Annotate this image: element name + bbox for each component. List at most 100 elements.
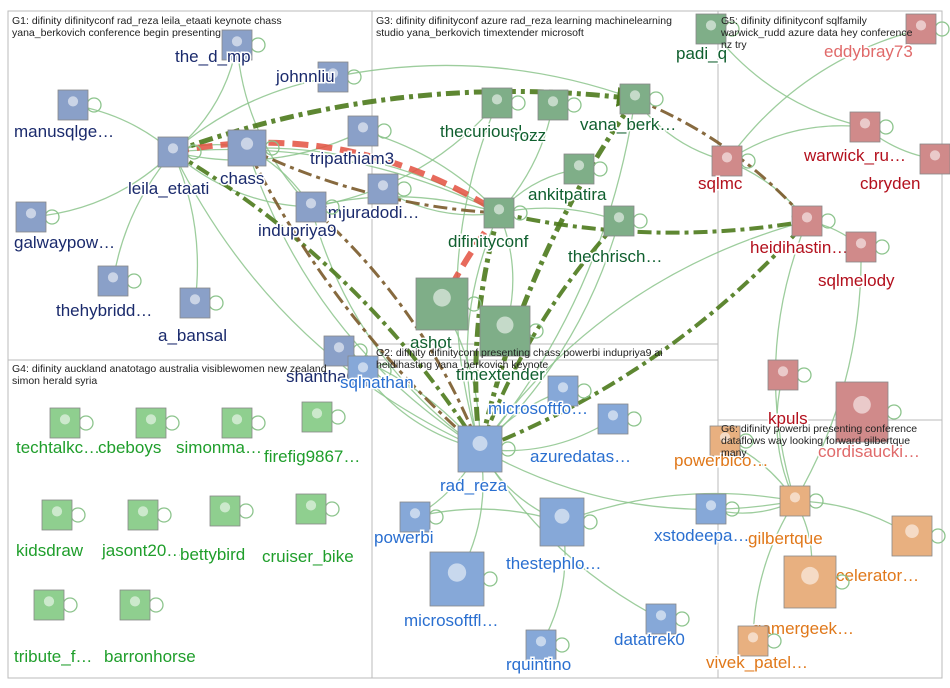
node-label-warwick_ru: warwick_ru… bbox=[803, 146, 906, 165]
node-tribute_f[interactable]: tribute_f… bbox=[13, 589, 94, 668]
node-label-shantha05: shantha05 bbox=[286, 367, 365, 386]
node-microsoftfo[interactable]: microsoftfo… bbox=[487, 375, 592, 420]
avatar-azuredatas bbox=[597, 403, 629, 435]
node-kidsdraw[interactable]: kidsdraw bbox=[15, 499, 86, 562]
node-label-a_bansal: a_bansal bbox=[158, 326, 227, 345]
node-label-padi_q: padi_q bbox=[676, 44, 727, 63]
node-vivek_patel[interactable]: vivek_patel… bbox=[705, 625, 810, 674]
node-cruiser_bike[interactable]: cruiser_bike bbox=[261, 493, 355, 568]
node-a_bansal[interactable]: a_bansal bbox=[157, 287, 229, 347]
group-panels bbox=[7, 10, 943, 679]
avatar-head-celerator bbox=[905, 524, 919, 538]
node-johnnliu[interactable]: johnnliu bbox=[274, 61, 362, 93]
node-kpuls[interactable]: kpuls bbox=[767, 359, 812, 430]
self-loop-cruiser_bike bbox=[324, 501, 340, 517]
node-firefig9867[interactable]: firefig9867… bbox=[263, 401, 362, 468]
node-cbryden[interactable]: cbryden bbox=[859, 143, 950, 195]
avatar-head-padi_q bbox=[705, 20, 717, 31]
node-label-firefig9867: firefig9867… bbox=[264, 447, 360, 466]
node-label-the_d_mp: the_d_mp bbox=[175, 47, 251, 66]
avatar-head-thestephlo bbox=[554, 508, 570, 524]
node-ashot[interactable]: ashot bbox=[409, 277, 482, 354]
node-sqlnathan[interactable]: sqlnathan bbox=[339, 355, 415, 394]
node-padi_q[interactable]: padi_q bbox=[675, 13, 740, 65]
node-chass[interactable]: chass bbox=[219, 129, 280, 190]
avatar-rad_reza bbox=[457, 425, 503, 473]
node-thehybridd[interactable]: thehybridd… bbox=[55, 265, 154, 322]
node-ankitpatira[interactable]: ankitpatira bbox=[527, 153, 608, 206]
node-rad_reza[interactable]: rad_reza bbox=[439, 425, 516, 497]
avatar-head-eddybray73 bbox=[915, 20, 927, 31]
node-barronhorse[interactable]: barronhorse bbox=[103, 589, 197, 668]
avatar-head-tribute_f bbox=[43, 596, 55, 607]
node-sqlmc[interactable]: sqlmc bbox=[697, 145, 756, 195]
node-the_d_mp[interactable]: the_d_mp bbox=[174, 29, 266, 68]
node-datatrek0[interactable]: datatrek0 bbox=[613, 603, 690, 651]
group-title-g3: G3: difinity difinityconf azure rad_reza… bbox=[376, 15, 675, 39]
node-powerbi[interactable]: powerbi bbox=[373, 501, 444, 549]
node-techtalkc[interactable]: techtalkc… bbox=[15, 407, 102, 459]
avatar-head-johnnliu bbox=[327, 68, 339, 79]
avatar-head-the_d_mp bbox=[231, 36, 243, 47]
node-label-indupriya9: indupriya9 bbox=[258, 221, 336, 240]
node-manusqlge[interactable]: manusqlge… bbox=[13, 89, 116, 143]
node-bettybird[interactable]: bettybird bbox=[179, 495, 254, 566]
group-title-g2-line2: heidihasting yana_berkovich keynote bbox=[376, 359, 548, 371]
node-rquintino[interactable]: rquintino bbox=[505, 629, 573, 676]
node-warwick_ru[interactable]: warwick_ru… bbox=[802, 111, 908, 167]
node-label-difinityconf: difinityconf bbox=[448, 232, 529, 251]
node-xstodeepa[interactable]: xstodeepa… bbox=[653, 493, 751, 547]
node-difinityconf[interactable]: difinityconf bbox=[447, 197, 530, 253]
node-label-ankitpatira: ankitpatira bbox=[528, 185, 607, 204]
avatar-head-thechrisch bbox=[613, 212, 625, 223]
avatar-rozz bbox=[537, 89, 569, 121]
node-label-celerator: celerator… bbox=[836, 566, 919, 585]
node-galwaypow[interactable]: galwaypow… bbox=[13, 201, 117, 254]
node-tripathiam3[interactable]: tripathiam3 bbox=[309, 115, 396, 170]
self-loop-ankitpatira bbox=[592, 161, 608, 177]
node-thestephlo[interactable]: thestephlo… bbox=[505, 497, 603, 575]
node-microsoftfl[interactable]: microsoftfl… bbox=[403, 551, 500, 632]
node-label-kpuls: kpuls bbox=[768, 409, 808, 428]
self-loop-tribute_f bbox=[62, 597, 78, 613]
node-label-microsoftfl: microsoftfl… bbox=[404, 611, 498, 630]
node-eddybray73[interactable]: eddybray73 bbox=[823, 13, 950, 63]
node-leila_etaati[interactable]: leila_etaati bbox=[127, 136, 211, 200]
node-jmjuradodi[interactable]: jmjuradodi… bbox=[322, 173, 421, 224]
node-sqlmelody[interactable]: sqlmelody bbox=[817, 231, 897, 292]
node-heidihastin[interactable]: heidihastin… bbox=[749, 205, 850, 259]
avatar-head-cruiser_bike bbox=[305, 500, 317, 511]
node-shantha05[interactable]: shantha05 bbox=[285, 335, 368, 388]
node-azuredatas[interactable]: azuredatas… bbox=[529, 403, 642, 468]
node-simonma[interactable]: simonma… bbox=[175, 407, 266, 459]
avatar-head-sqlmelody bbox=[855, 238, 867, 249]
node-vana_berk[interactable]: vana_berk… bbox=[579, 83, 678, 136]
self-loop-techtalkc bbox=[78, 415, 94, 431]
node-label-thecuriousl: thecuriousl… bbox=[440, 122, 539, 141]
node-cbeboys[interactable]: cbeboys bbox=[97, 407, 180, 459]
node-jasont20[interactable]: jasont20… bbox=[100, 499, 185, 562]
node-label-xstodeepa: xstodeepa… bbox=[654, 526, 749, 545]
avatar-head-sqlmc bbox=[721, 152, 733, 163]
avatar-cbeboys bbox=[135, 407, 167, 439]
node-timextender[interactable]: timextender bbox=[455, 305, 547, 386]
node-celerator[interactable]: celerator… bbox=[835, 515, 946, 587]
avatar-head-barronhorse bbox=[129, 596, 141, 607]
node-rozz[interactable]: rozz bbox=[513, 89, 582, 147]
self-loop-rad_reza bbox=[500, 441, 516, 457]
self-loop-warwick_ru bbox=[878, 119, 894, 135]
node-thecuriousl[interactable]: thecuriousl… bbox=[439, 87, 541, 143]
node-gilbertque[interactable]: gilbertque bbox=[747, 485, 824, 550]
node-label-heidihastin: heidihastin… bbox=[750, 238, 848, 257]
node-powerbico[interactable]: powerbico… bbox=[673, 425, 770, 472]
node-thechrisch[interactable]: thechrisch… bbox=[567, 205, 664, 268]
avatar-head-a_bansal bbox=[189, 294, 201, 305]
group-title-g5: G5: difinity difinityconf sqlfamily warw… bbox=[720, 15, 915, 51]
avatar-head-thecuriousl bbox=[491, 94, 503, 105]
node-label-jasont20: jasont20… bbox=[101, 541, 183, 560]
node-label-ashot: ashot bbox=[410, 333, 452, 352]
node-cordisaucki[interactable]: cordisaucki… bbox=[817, 381, 922, 463]
self-loop-microsoftfl bbox=[482, 571, 498, 587]
node-indupriya9[interactable]: indupriya9 bbox=[257, 191, 340, 242]
